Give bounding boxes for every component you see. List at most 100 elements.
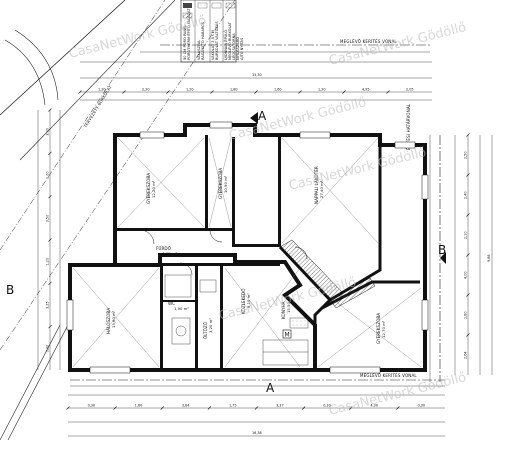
dimension-left: 3,50 [46, 215, 50, 223]
dimension-ticks [48, 90, 470, 410]
dimension-tick [349, 406, 353, 410]
room-area: 13,60 m² [111, 310, 116, 328]
dimension-tick [254, 90, 258, 94]
dimension-left: 3,25 [46, 301, 50, 309]
watermark-text: CasaNetWork Gödöllő [287, 145, 428, 194]
dimension-tick [207, 406, 212, 410]
overall-right: 9,88 [487, 254, 491, 262]
section-a-bottom: A [266, 381, 275, 395]
dimension-tick [48, 108, 52, 112]
room-area: 12,20 m² [151, 180, 156, 198]
rear-setback: MEGLÉVŐ KERÍTÉS VONAL [70, 373, 445, 387]
dimension-bottom: 4,30 [370, 404, 378, 408]
rear-setback-label: MEGLÉVŐ KERÍTÉS VONAL [360, 373, 417, 378]
overall-top: 15,30 [252, 73, 262, 77]
dimension-tick [113, 406, 117, 410]
dimension-bottom: 1,75 [229, 404, 237, 408]
dimension-right: 2,50 [464, 151, 468, 159]
room-area: 10,90 m² [223, 175, 228, 193]
dimension-top: 4,95 [362, 88, 370, 92]
dimension-tick [48, 194, 52, 199]
right-limit: ÉPÍTÉSI HATÁRVONAL [406, 103, 441, 382]
legend-item: MEGLÉVŐ BURKOLAT [227, 21, 232, 60]
room-area: 3,20 m² [208, 318, 213, 333]
dimension-tick [254, 406, 259, 410]
dimension-tick [122, 90, 126, 94]
watermark-text: CasaNetWork Gödöllő [327, 20, 468, 69]
room-name: GYEREKSZOBA [376, 313, 381, 344]
dimension-tick [48, 151, 52, 156]
dimension-tick [386, 90, 390, 94]
dimension-left: 3,00 [46, 128, 50, 136]
section-b-right: B [438, 243, 446, 257]
dimension-top: 1,20 [318, 88, 326, 92]
dimension-top: 2,05 [406, 88, 414, 92]
room-label: WC1,90 m² [168, 301, 189, 311]
room-name: KONYHA [281, 301, 286, 319]
section-m: M [285, 332, 290, 339]
dimension-top: 1,20 [186, 88, 194, 92]
dimension-tick [466, 293, 470, 297]
room-area: 12,70 m² [381, 320, 386, 338]
room-name: HÁLÓSZOBA [106, 308, 111, 334]
dimension-left: 1,20 [46, 258, 50, 266]
dimension-tick [466, 333, 470, 337]
dimension-top: 1,60 [274, 88, 282, 92]
dimension-right: 1,80 [464, 311, 468, 319]
legend-item: 50 CM PORO PANEL [183, 25, 187, 60]
room-name: GYEREKSZOBA [218, 168, 223, 199]
room-area: 27,40 m² [319, 180, 324, 198]
dimension-bottom: 0,30 [417, 404, 425, 408]
dimension-right: 2,64 [464, 351, 468, 359]
dimension-left: 0,30 [46, 345, 50, 353]
front-setback: MEGLÉVŐ KERÍTÉS VONAL [140, 39, 430, 53]
dimension-tick [396, 406, 400, 410]
room-area: 4,60 m² [162, 251, 177, 256]
openings [66, 121, 429, 374]
fixtures [164, 274, 309, 366]
dimension-tick [78, 90, 82, 94]
room-name: NAPPALI LAKÓTÉR [314, 166, 319, 204]
dimension-top: 1,20 [98, 88, 106, 92]
section-a-top: A [258, 109, 267, 123]
dimension-tick [66, 406, 70, 410]
dimension-tick [466, 173, 470, 177]
room-name: GYEREKSZOBA [146, 173, 151, 204]
dimension-tick [466, 253, 470, 257]
front-setback-label: MEGLÉVŐ KERÍTÉS VONAL [340, 39, 397, 44]
room-name: FÜRDŐ [156, 246, 172, 251]
room-area: 15,50 m² [286, 295, 291, 313]
dimension-tick [466, 213, 470, 217]
legend-item: NYÍLÁSZÁRÓ [235, 37, 240, 60]
legend-item: RAGASZTÓ HABARCS [200, 21, 205, 60]
dimension-bottom: 0,30 [323, 404, 331, 408]
dimension-right: 2,40 [464, 191, 468, 199]
legend-item: POROTHERM ÉPÍTŐ FALAZAT [186, 8, 191, 60]
legend-item: AJTÓ NYITÁS [239, 37, 244, 60]
room-area: 8,10 m² [246, 293, 251, 308]
dimension-right: 2,10 [464, 231, 468, 239]
legend-item: LÉGCSATORNA [231, 33, 236, 60]
dimension-tick [298, 90, 302, 94]
dimension-tick [160, 406, 164, 410]
room-name: KÖZLEKEDŐ [241, 288, 246, 314]
overall-bottom: 16,38 [252, 431, 262, 435]
dimension-tick [342, 90, 346, 94]
dimension-tick [48, 238, 52, 242]
dimension-tick [466, 133, 470, 137]
legend-item: VÁLASZFAL [196, 40, 201, 60]
room-area: 1,90 m² [174, 306, 189, 311]
dimension-tick [210, 90, 214, 94]
dimension-bottom: 3,64 [182, 404, 190, 408]
